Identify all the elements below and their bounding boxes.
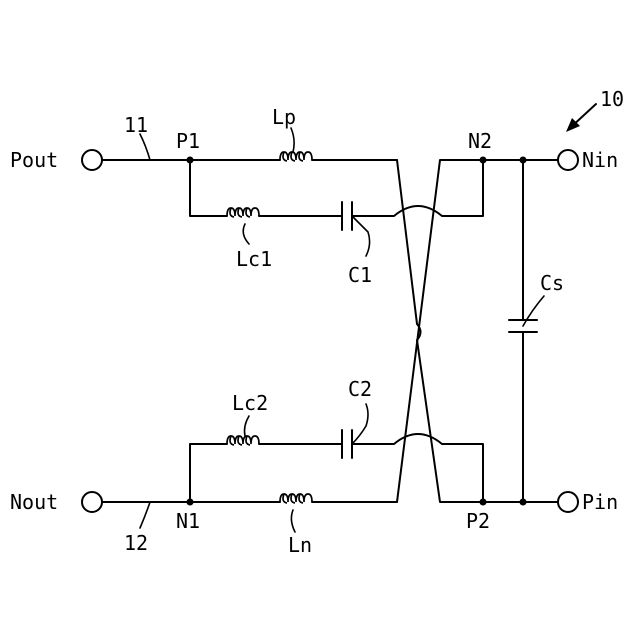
bottom-line bbox=[102, 494, 397, 503]
leader-cs bbox=[523, 296, 544, 326]
leader-c1 bbox=[352, 216, 370, 256]
node-dot-p2 bbox=[480, 499, 487, 506]
leader-c2 bbox=[352, 404, 368, 444]
label-n2: N2 bbox=[468, 129, 492, 153]
terminal-pout bbox=[82, 150, 102, 170]
node-dot-p1 bbox=[187, 157, 194, 164]
label-lp: Lp bbox=[272, 105, 296, 129]
label-n1: N1 bbox=[176, 509, 200, 533]
label-line-11: 11 bbox=[124, 113, 148, 137]
label-nout: Nout bbox=[10, 490, 58, 514]
label-cs: Cs bbox=[540, 271, 564, 295]
label-pout: Pout bbox=[10, 148, 58, 172]
label-line-12: 12 bbox=[124, 531, 148, 555]
crossover bbox=[397, 160, 483, 502]
leader-ln bbox=[291, 510, 295, 532]
inductor-lp bbox=[280, 152, 312, 161]
capacitor-c1 bbox=[342, 202, 352, 230]
label-c2: C2 bbox=[348, 377, 372, 401]
inductor-lc2 bbox=[227, 436, 259, 445]
right-side bbox=[483, 160, 558, 502]
label-lc2: Lc2 bbox=[232, 391, 268, 415]
leader-lc1 bbox=[243, 224, 249, 244]
label-lc1: Lc1 bbox=[236, 247, 272, 271]
top-line bbox=[102, 152, 397, 161]
label-ln: Ln bbox=[288, 533, 312, 557]
leader-11 bbox=[140, 134, 150, 160]
figure-ref-arrow bbox=[566, 104, 596, 132]
node-dot-n1 bbox=[187, 499, 194, 506]
capacitor-c2 bbox=[342, 430, 352, 458]
label-p1: P1 bbox=[176, 129, 200, 153]
label-p2: P2 bbox=[466, 509, 490, 533]
leader-lc2 bbox=[245, 416, 250, 436]
node-dot-n2 bbox=[480, 157, 487, 164]
leader-lp bbox=[291, 128, 294, 152]
inductor-lc1 bbox=[227, 208, 259, 217]
terminal-nout bbox=[82, 492, 102, 512]
inductor-ln bbox=[280, 494, 312, 503]
terminal-nin bbox=[558, 150, 578, 170]
label-nin: Nin bbox=[582, 148, 618, 172]
label-c1: C1 bbox=[348, 263, 372, 287]
label-pin: Pin bbox=[582, 490, 618, 514]
node-dot-cs-top bbox=[520, 157, 527, 164]
label-figure-ref: 10 bbox=[600, 87, 624, 111]
node-dot-cs-bottom bbox=[520, 499, 527, 506]
leader-12 bbox=[140, 502, 150, 528]
terminal-pin bbox=[558, 492, 578, 512]
